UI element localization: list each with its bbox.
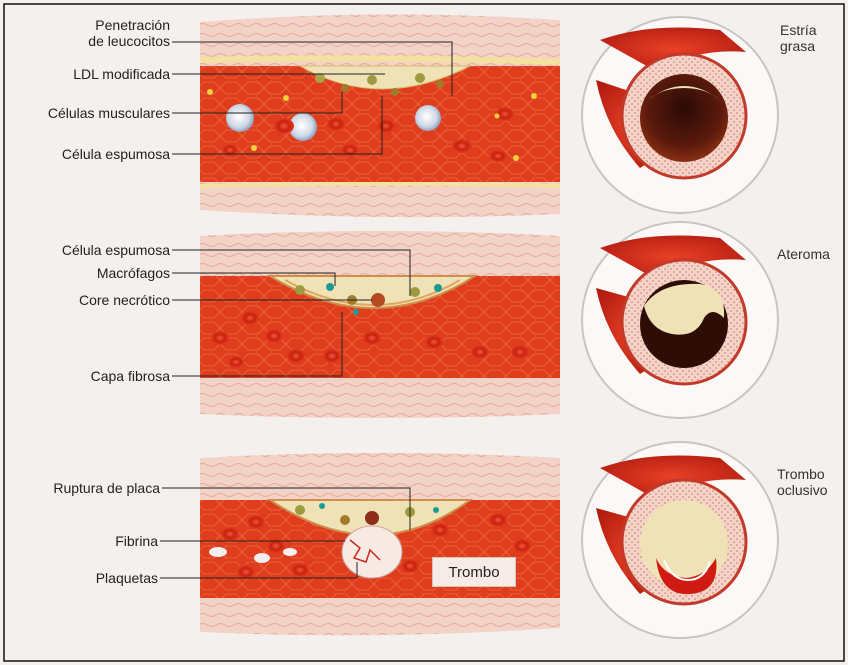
label-ldl-modificada: LDL modificada (30, 66, 170, 82)
stage-label-ateroma: Ateroma (777, 246, 830, 262)
cross-section-trombo (582, 442, 778, 638)
vessel-section-trombo (160, 453, 560, 635)
label-celula-espumosa: Célula espumosa (20, 146, 170, 162)
label-ruptura-placa: Ruptura de placa (10, 480, 160, 496)
label-plaquetas: Plaquetas (10, 570, 158, 586)
stage-label-estria: Estría grasa (780, 22, 817, 54)
cross-section-ateroma (582, 222, 778, 418)
label-celulas-musculares: Células musculares (20, 105, 170, 121)
label-macrofagos: Macrófagos (20, 265, 170, 281)
cross-section-estria (582, 17, 778, 213)
label-celula-espumosa-2: Célula espumosa (20, 242, 170, 258)
vessel-section-ateroma (172, 231, 560, 418)
vessel-section-estria (172, 14, 560, 217)
label-penetracion-leucocitos: Penetración de leucocitos (30, 17, 170, 49)
stage-label-trombo: Trombo oclusivo (777, 466, 828, 498)
thrombus-callout: Trombo (432, 557, 516, 587)
label-core-necrotico: Core necrótico (20, 292, 170, 308)
label-fibrina: Fibrina (10, 533, 158, 549)
label-capa-fibrosa: Capa fibrosa (20, 368, 170, 384)
